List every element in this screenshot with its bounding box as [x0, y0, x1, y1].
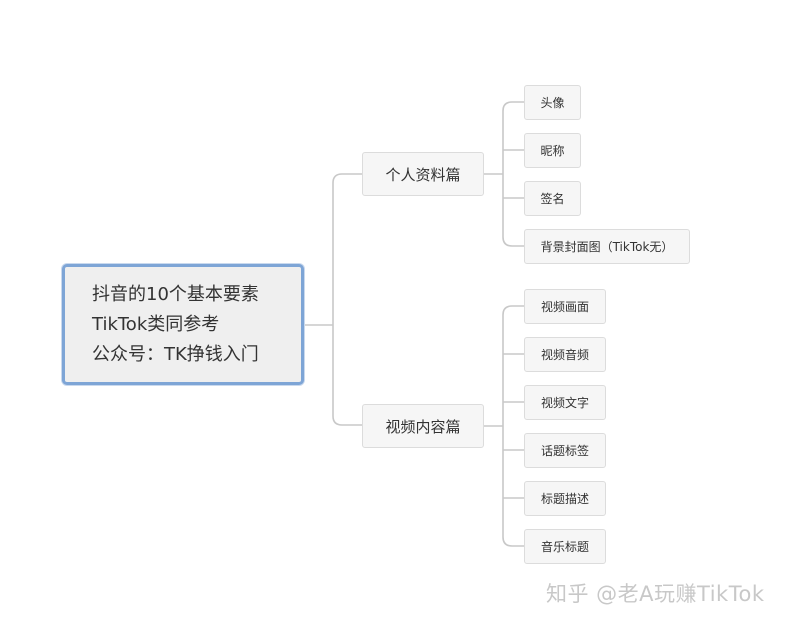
- leaf-video-audio: 视频音频: [524, 337, 606, 372]
- root-line-1: 抖音的10个基本要素: [92, 283, 259, 305]
- leaf-music-title: 音乐标题: [524, 529, 606, 564]
- leaf-cover-image: 背景封面图（TikTok无）: [524, 229, 690, 264]
- leaf-video-picture: 视频画面: [524, 289, 606, 324]
- zhihu-watermark: 知乎 @老A玩赚TikTok: [546, 582, 765, 606]
- root-line-2: TikTok类同参考: [92, 313, 220, 335]
- branch-profile: 个人资料篇: [362, 152, 484, 196]
- leaf-avatar: 头像: [524, 85, 581, 120]
- leaf-video-text: 视频文字: [524, 385, 606, 420]
- root-line-3: 公众号：TK挣钱入门: [92, 343, 259, 365]
- leaf-hashtags: 话题标签: [524, 433, 606, 468]
- leaf-nickname: 昵称: [524, 133, 581, 168]
- branch-video-content: 视频内容篇: [362, 404, 484, 448]
- leaf-signature: 签名: [524, 181, 581, 216]
- root-topic: 抖音的10个基本要素 TikTok类同参考 公众号：TK挣钱入门: [62, 264, 304, 385]
- leaf-title-description: 标题描述: [524, 481, 606, 516]
